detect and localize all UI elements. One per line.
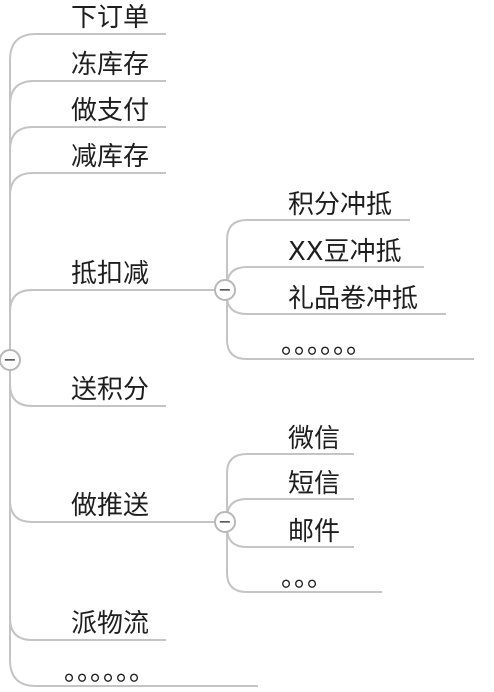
branch-line bbox=[9, 126, 166, 151]
node-label: XX豆冲抵 bbox=[288, 237, 402, 267]
node-label: 派物流 bbox=[71, 609, 150, 639]
node-label: 抵扣减 bbox=[71, 259, 150, 289]
node-label: 送积分 bbox=[71, 375, 150, 405]
node-label: 积分冲抵 bbox=[288, 190, 393, 220]
branch-line bbox=[9, 383, 166, 407]
node-label: 做支付 bbox=[71, 96, 150, 126]
node-label: 冻库存 bbox=[71, 50, 150, 80]
branch-line bbox=[9, 80, 166, 106]
node-label: 。。。。。。 bbox=[281, 330, 373, 360]
node-label: 下订单 bbox=[71, 3, 150, 33]
branch-line bbox=[226, 339, 474, 360]
node-label: 礼品卷冲抵 bbox=[288, 284, 419, 314]
branch-line bbox=[226, 219, 410, 241]
node-label: 做推送 bbox=[71, 491, 150, 521]
trunk-line bbox=[9, 659, 258, 687]
branch-line bbox=[9, 499, 214, 523]
branch-line bbox=[226, 498, 354, 519]
node-label: 微信 bbox=[288, 424, 341, 454]
node-label: 短信 bbox=[288, 469, 341, 499]
branch-line bbox=[9, 617, 166, 641]
deduction-collapse-toggle[interactable]: − bbox=[214, 279, 236, 301]
branch-line bbox=[9, 172, 166, 197]
trunk-line bbox=[9, 33, 166, 61]
node-label: 。。。。。。 bbox=[64, 657, 156, 687]
node-label: 。。。 bbox=[281, 563, 334, 593]
node-label: 邮件 bbox=[288, 517, 341, 547]
branch-line bbox=[226, 453, 354, 474]
branch-line bbox=[9, 289, 214, 313]
node-label: 减库存 bbox=[71, 142, 150, 172]
push-collapse-toggle[interactable]: − bbox=[214, 511, 236, 533]
root-collapse-toggle[interactable]: − bbox=[0, 349, 21, 371]
branch-line bbox=[226, 572, 382, 593]
